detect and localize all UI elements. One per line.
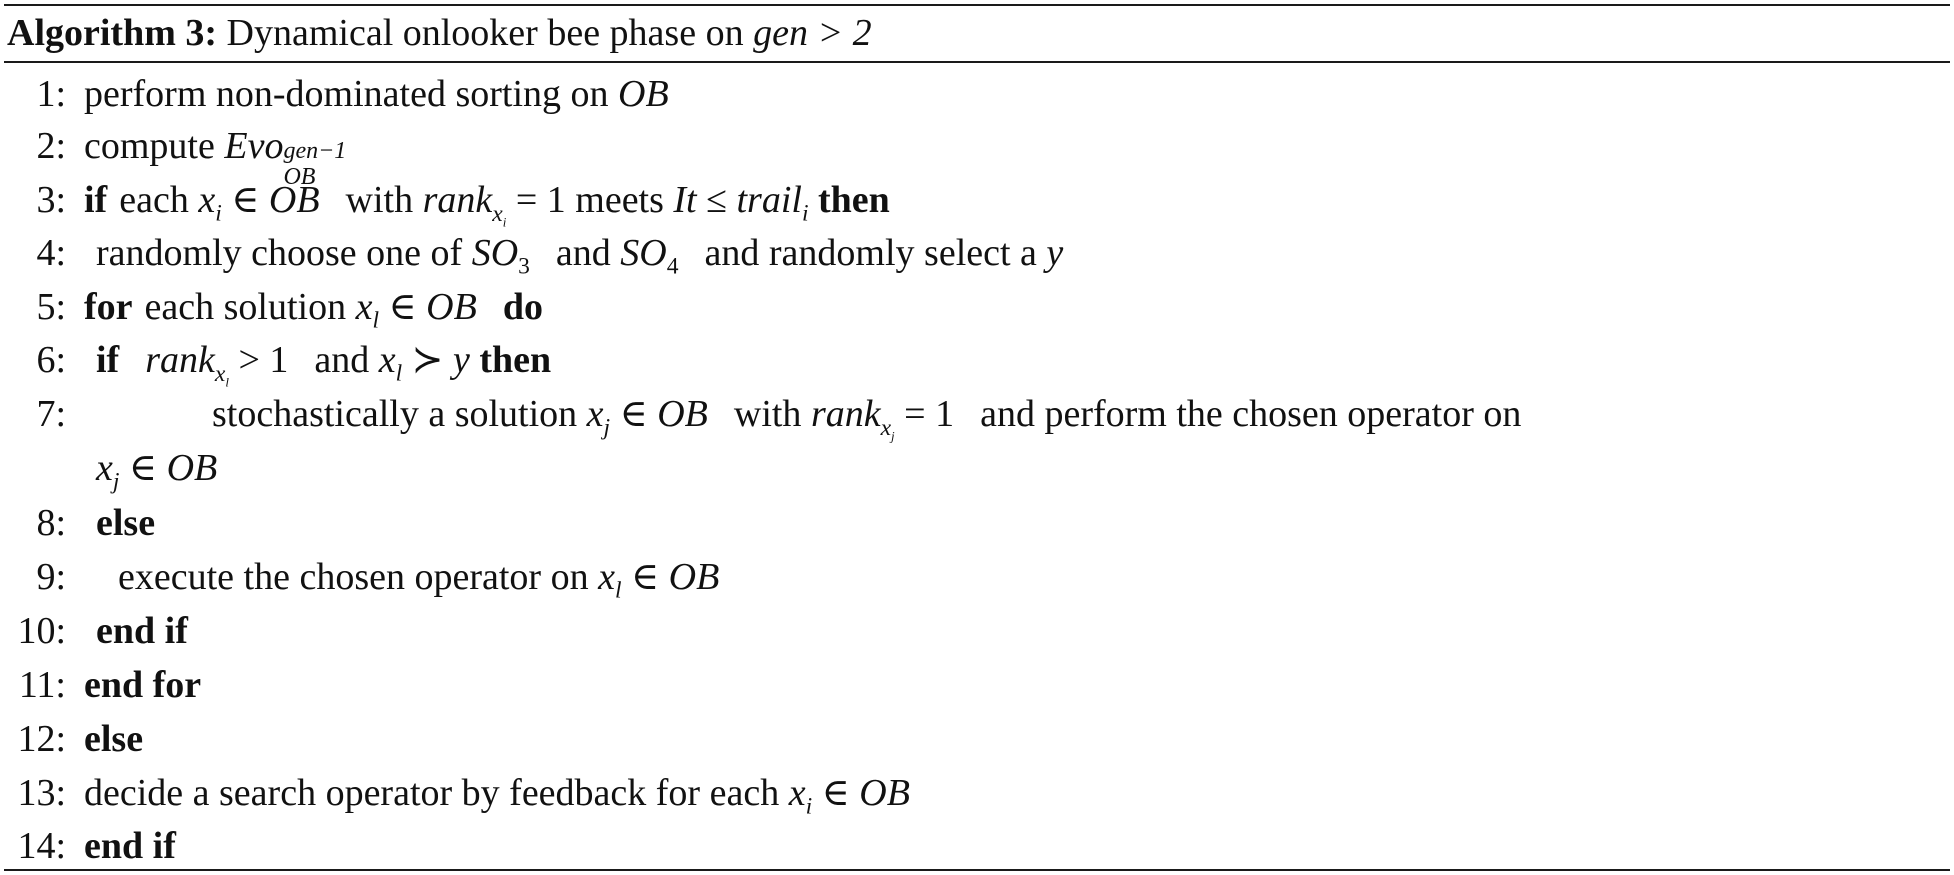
evo-symbol: Evo	[224, 125, 284, 167]
line-content: else	[96, 502, 156, 544]
line-content: decide a search operator by feedback for…	[84, 772, 910, 820]
line-content: execute the chosen operator on xl ∈ OB	[118, 556, 720, 604]
header-rule	[4, 61, 1950, 63]
bottom-rule	[4, 869, 1950, 871]
line-content: end if	[84, 825, 176, 867]
line-number: 5:	[36, 286, 66, 328]
line-number: 2:	[36, 125, 66, 167]
line-number: 10:	[17, 610, 66, 652]
line-content: perform non-dominated sorting on OB	[84, 73, 669, 115]
algorithm-caption: Algorithm 3: Dynamical onlooker bee phas…	[7, 8, 872, 58]
line-number: 12:	[17, 718, 66, 760]
top-rule	[4, 4, 1950, 6]
line-number: 1:	[36, 73, 66, 115]
algorithm-label: Algorithm 3:	[7, 12, 218, 54]
line-content: end for	[84, 664, 202, 706]
line-number: 13:	[17, 772, 66, 814]
line-content: else	[84, 718, 144, 760]
line-number: 4:	[36, 232, 66, 274]
algorithm-title: Dynamical onlooker bee phase on	[226, 12, 754, 54]
line-number: 6:	[36, 339, 66, 381]
line-number: 9:	[36, 556, 66, 598]
line-number: 14:	[17, 825, 66, 867]
line-content: end if	[96, 610, 188, 652]
line-number: 11:	[18, 664, 66, 706]
line-number: 7:	[36, 393, 66, 435]
algorithm-condition: gen > 2	[753, 12, 872, 54]
line-number: 3:	[36, 179, 66, 221]
line-content: xj ∈ OB	[96, 447, 218, 495]
line-number: 8:	[36, 502, 66, 544]
